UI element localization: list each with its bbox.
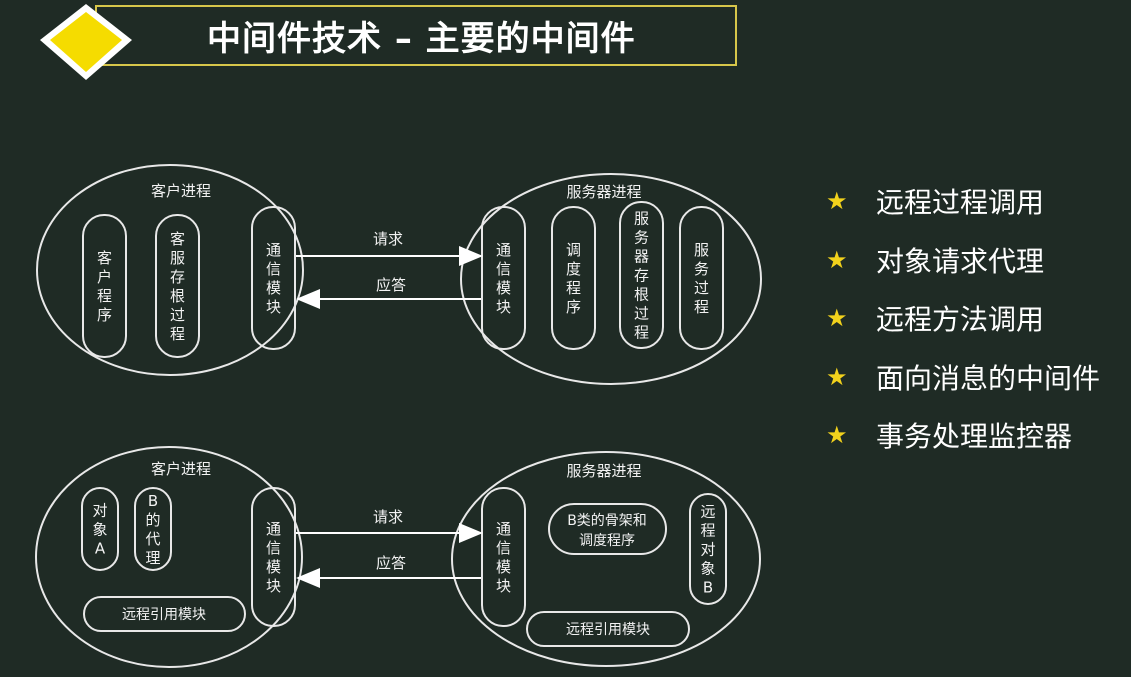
server-process-ellipse-top: [460, 173, 762, 385]
star-icon: ★: [826, 362, 848, 391]
server-stub-box: [619, 201, 664, 349]
object-a-box: [81, 487, 119, 571]
star-icon: ★: [826, 304, 848, 333]
server-ref-module-box: [526, 611, 690, 647]
server-ref-module-label: 远程引用模块: [566, 622, 650, 638]
client-process-ellipse-bottom: [35, 446, 303, 668]
client-ref-module-label: 远程引用模块: [122, 607, 206, 623]
client-program-label: 客户程序: [97, 249, 112, 324]
client-comm-box-bottom: [251, 487, 296, 627]
list-item: ★ 事务处理监控器: [826, 406, 1100, 465]
bullet-text: 远程方法调用: [876, 303, 1045, 337]
client-comm-label-top: 通信模块: [266, 241, 281, 316]
bullet-text: 对象请求代理: [876, 244, 1045, 278]
skeleton-label-line2: 调度程序: [579, 533, 635, 549]
service-proc-label: 服务过程: [694, 241, 709, 316]
server-process-ellipse-bottom: [451, 451, 761, 667]
client-program-box: [82, 214, 127, 358]
client-comm-box-top: [251, 206, 296, 350]
list-item: ★ 面向消息的中间件: [826, 348, 1100, 407]
client-comm-label-bottom: 通信模块: [266, 520, 281, 595]
response-label-bottom: 应答: [376, 554, 406, 572]
bullet-text: 面向消息的中间件: [876, 361, 1101, 395]
page-title: 中间件技术 – 主要的中间件: [207, 19, 636, 59]
list-item: ★ 远程方法调用: [826, 289, 1100, 348]
diamond-logo: [40, 4, 132, 80]
dispatcher-label: 调度程序: [566, 241, 581, 316]
star-icon: ★: [826, 187, 848, 216]
server-process-label-bottom: 服务器进程: [566, 462, 641, 480]
b-proxy-box: [134, 487, 172, 571]
service-proc-box: [679, 206, 724, 350]
client-process-label-bottom: 客户进程: [151, 460, 211, 478]
server-process-label-top: 服务器进程: [566, 183, 641, 201]
client-stub-box: [155, 214, 200, 358]
list-item: ★ 对象请求代理: [826, 231, 1100, 290]
client-process-label-top: 客户进程: [151, 182, 211, 200]
star-icon: ★: [826, 245, 848, 274]
server-comm-label-bottom: 通信模块: [496, 520, 511, 595]
skeleton-label-line1: B类的骨架和: [567, 513, 647, 529]
list-item: ★ 远程过程调用: [826, 172, 1100, 231]
client-stub-label: 客服存根过程: [170, 230, 185, 343]
bullet-text: 远程过程调用: [876, 186, 1045, 220]
request-label-bottom: 请求: [373, 508, 403, 526]
client-ref-module-box: [83, 596, 246, 632]
dispatcher-box: [551, 206, 596, 350]
server-comm-box-bottom: [481, 487, 526, 627]
title-frame: 中间件技术 – 主要的中间件: [95, 5, 737, 66]
bullet-text: 事务处理监控器: [876, 420, 1073, 454]
skeleton-box: [548, 503, 667, 555]
remote-object-b-box: [689, 493, 727, 605]
client-process-ellipse-top: [36, 164, 304, 376]
server-comm-box-top: [481, 206, 526, 350]
server-stub-label: 服务器存根过程: [634, 210, 649, 342]
star-icon: ★: [826, 421, 848, 450]
request-label-top: 请求: [373, 230, 403, 248]
middleware-list: ★ 远程过程调用 ★ 对象请求代理 ★ 远程方法调用 ★ 面向消息的中间件 ★ 事务处理监…: [826, 172, 1100, 465]
server-comm-label-top: 通信模块: [496, 241, 511, 316]
response-label-top: 应答: [376, 276, 406, 294]
